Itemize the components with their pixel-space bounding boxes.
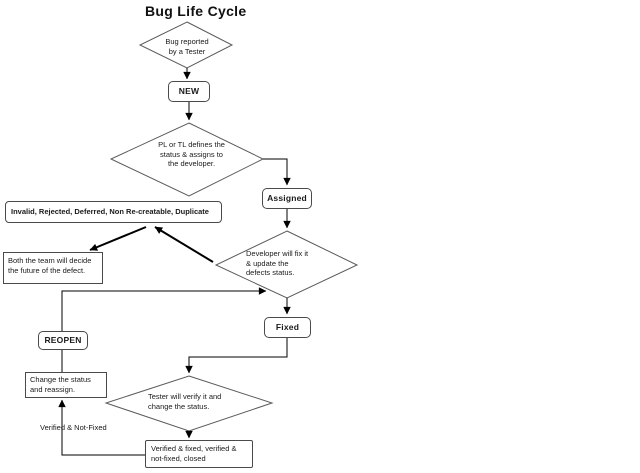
state-invalid-rejected-deferred: Invalid, Rejected, Deferred, Non Re-crea…: [5, 201, 222, 223]
decision-pl-tl-defines-shape: [109, 122, 265, 197]
arrow-developer-to-invalid: [154, 226, 214, 263]
decision-developer-fixes-label: Developer will fix it & update the defec…: [246, 249, 309, 277]
process-team-decides: Both the team will decide the future of …: [3, 252, 103, 284]
process-change-status: Change the status and reassign.: [25, 372, 107, 398]
state-assigned: Assigned: [262, 188, 312, 209]
state-new: NEW: [168, 81, 210, 102]
state-fixed: Fixed: [264, 317, 311, 338]
edge-label-verified-not-fixed: Verified & Not-Fixed: [40, 423, 107, 432]
decision-tester-verifies-label: Tester will verify it and change the sta…: [148, 392, 222, 411]
arrow-defines-to-assigned: [263, 158, 291, 186]
decision-bug-reported-label: Bug reported by a Tester: [165, 37, 209, 56]
arrow-invalid-to-team: [89, 226, 147, 251]
state-verified-outcomes: Verified & fixed, verified & not-fixed, …: [145, 440, 253, 468]
diagram-title: Bug Life Cycle: [145, 3, 247, 19]
arrow-fixed-to-tester: [185, 338, 288, 374]
arrow-reopen-to-developer: [61, 287, 267, 331]
decision-pl-tl-defines-label: PL or TL defines the status & assigns to…: [158, 140, 225, 168]
arrow-verified-to-change-status: [58, 399, 145, 456]
state-reopen: REOPEN: [38, 331, 88, 350]
